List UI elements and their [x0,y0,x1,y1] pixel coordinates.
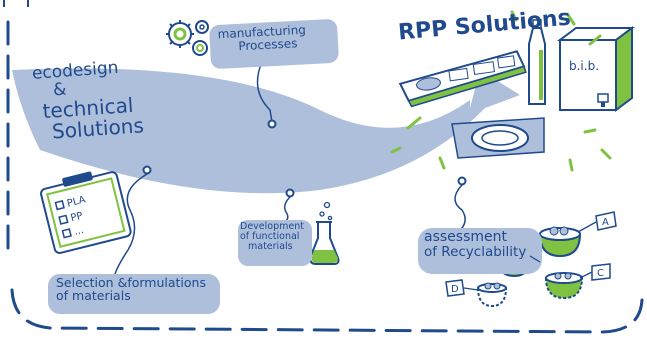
selection-node [142,165,152,175]
assessment-line-2: of Recyclability [424,243,527,260]
assessment-label-bg [418,228,542,274]
assessment-connector [454,184,466,233]
packaging-lid-icon [451,117,545,159]
grade-d: D [451,284,459,295]
manufacturing-node [267,119,277,129]
assessment-line-1: assessment [424,229,507,245]
bowl-a-icon: A [538,211,617,258]
selection-label: Selection &formulations of materials [56,276,206,302]
grade-c: C [597,268,604,279]
frame-bottom-dashed [10,288,644,334]
bowl-c-icon: C [544,263,611,300]
clipboard-item-2: PP [70,211,84,225]
food-tray-icon [398,50,527,108]
selection-label-bg [48,274,220,314]
box-label: b.i.b. [569,59,599,73]
grade-a: A [602,217,609,228]
manufacturing-connector [256,61,273,123]
manufacturing-label: manufacturing Processes [217,23,306,54]
clipboard-icon: PLA PP ... [40,171,132,254]
bag-in-box-icon: b.i.b. [557,26,635,112]
development-label-bg [238,220,312,266]
selection-connector [114,173,148,275]
clipboard-item-3: ... [73,225,85,238]
development-connector [283,196,291,223]
sparkle-marks [390,10,612,172]
ecodesign-label: ecodesign & technical Solutions [31,58,144,143]
selection-line-1: Selection &formulations [56,275,206,290]
development-line-1: Development [240,221,304,232]
gears-icon [166,20,209,56]
flask-icon [308,201,340,265]
clipboard-item-1: PLA [66,194,87,209]
development-label: Development of functional materials [240,222,304,252]
bottle-icon [528,19,546,105]
process-arrow-band [12,68,520,194]
bowl-d-icon: D [445,279,508,308]
development-node [285,188,295,198]
assessment-node [457,176,467,186]
development-line-2: of functional [240,230,300,242]
assessment-label: assessment of Recyclability [424,230,526,259]
development-line-3: materials [248,240,293,252]
selection-line-2: of materials [56,288,131,304]
